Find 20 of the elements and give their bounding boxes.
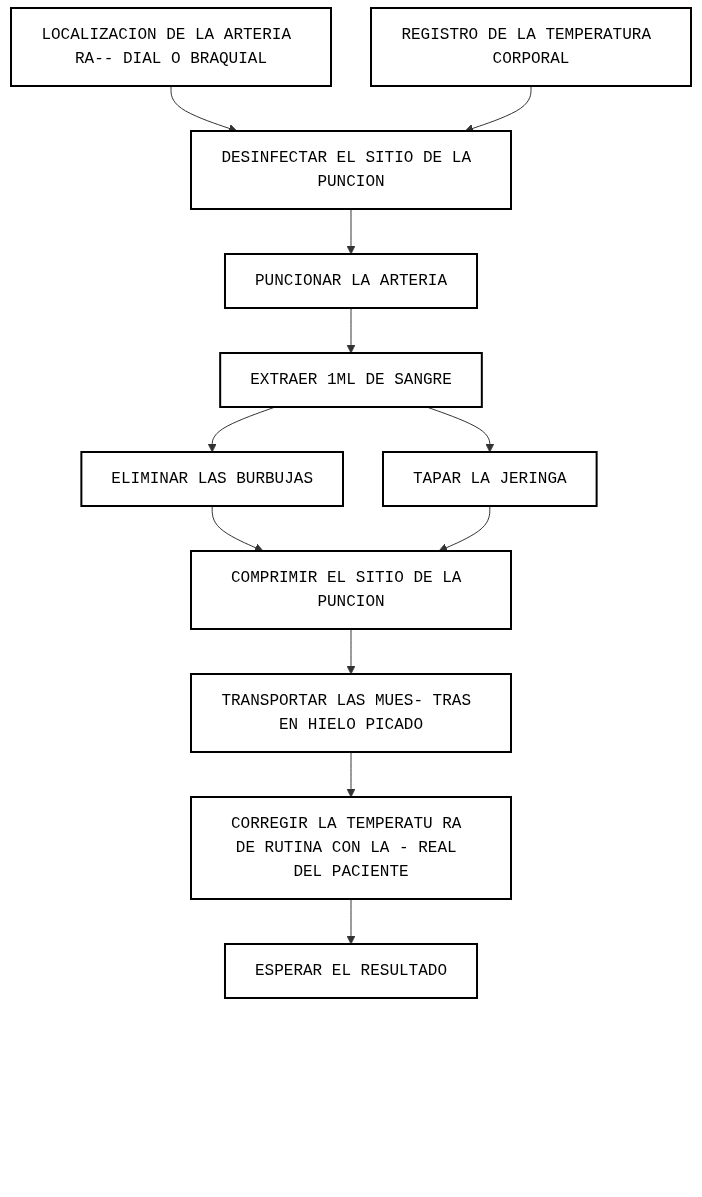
arrow bbox=[211, 505, 264, 552]
arrow bbox=[346, 307, 356, 354]
arrow bbox=[346, 628, 356, 675]
node-box: TAPAR LA JERINGA bbox=[382, 451, 598, 507]
arrow bbox=[438, 505, 491, 552]
node-box: ELIMINAR LAS BURBUJAS bbox=[80, 451, 344, 507]
node-box: CORREGIR LA TEMPERATU RA DE RUTINA CON LA - REAL DEL PACIENTE bbox=[190, 796, 512, 900]
arrow bbox=[346, 898, 356, 945]
arrow bbox=[346, 751, 356, 798]
node-box: ESPERAR EL RESULTADO bbox=[224, 943, 478, 999]
node-box: DESINFECTAR EL SITIO DE LA PUNCION bbox=[190, 130, 512, 210]
node-box: TRANSPORTAR LAS MUES- TRAS EN HIELO PICADO bbox=[190, 673, 512, 753]
arrow bbox=[170, 85, 238, 133]
arrow bbox=[346, 208, 356, 255]
node-box: EXTRAER 1ML DE SANGRE bbox=[219, 352, 483, 408]
node-box: LOCALIZACION DE LA ARTERIA RA-- DIAL O BRAQUIAL bbox=[10, 7, 332, 87]
arrow bbox=[464, 85, 532, 133]
node-box: REGISTRO DE LA TEMPERATURA CORPORAL bbox=[370, 7, 692, 87]
node-box: PUNCIONAR LA ARTERIA bbox=[224, 253, 478, 309]
node-box: COMPRIMIR EL SITIO DE LA PUNCION bbox=[190, 550, 512, 630]
